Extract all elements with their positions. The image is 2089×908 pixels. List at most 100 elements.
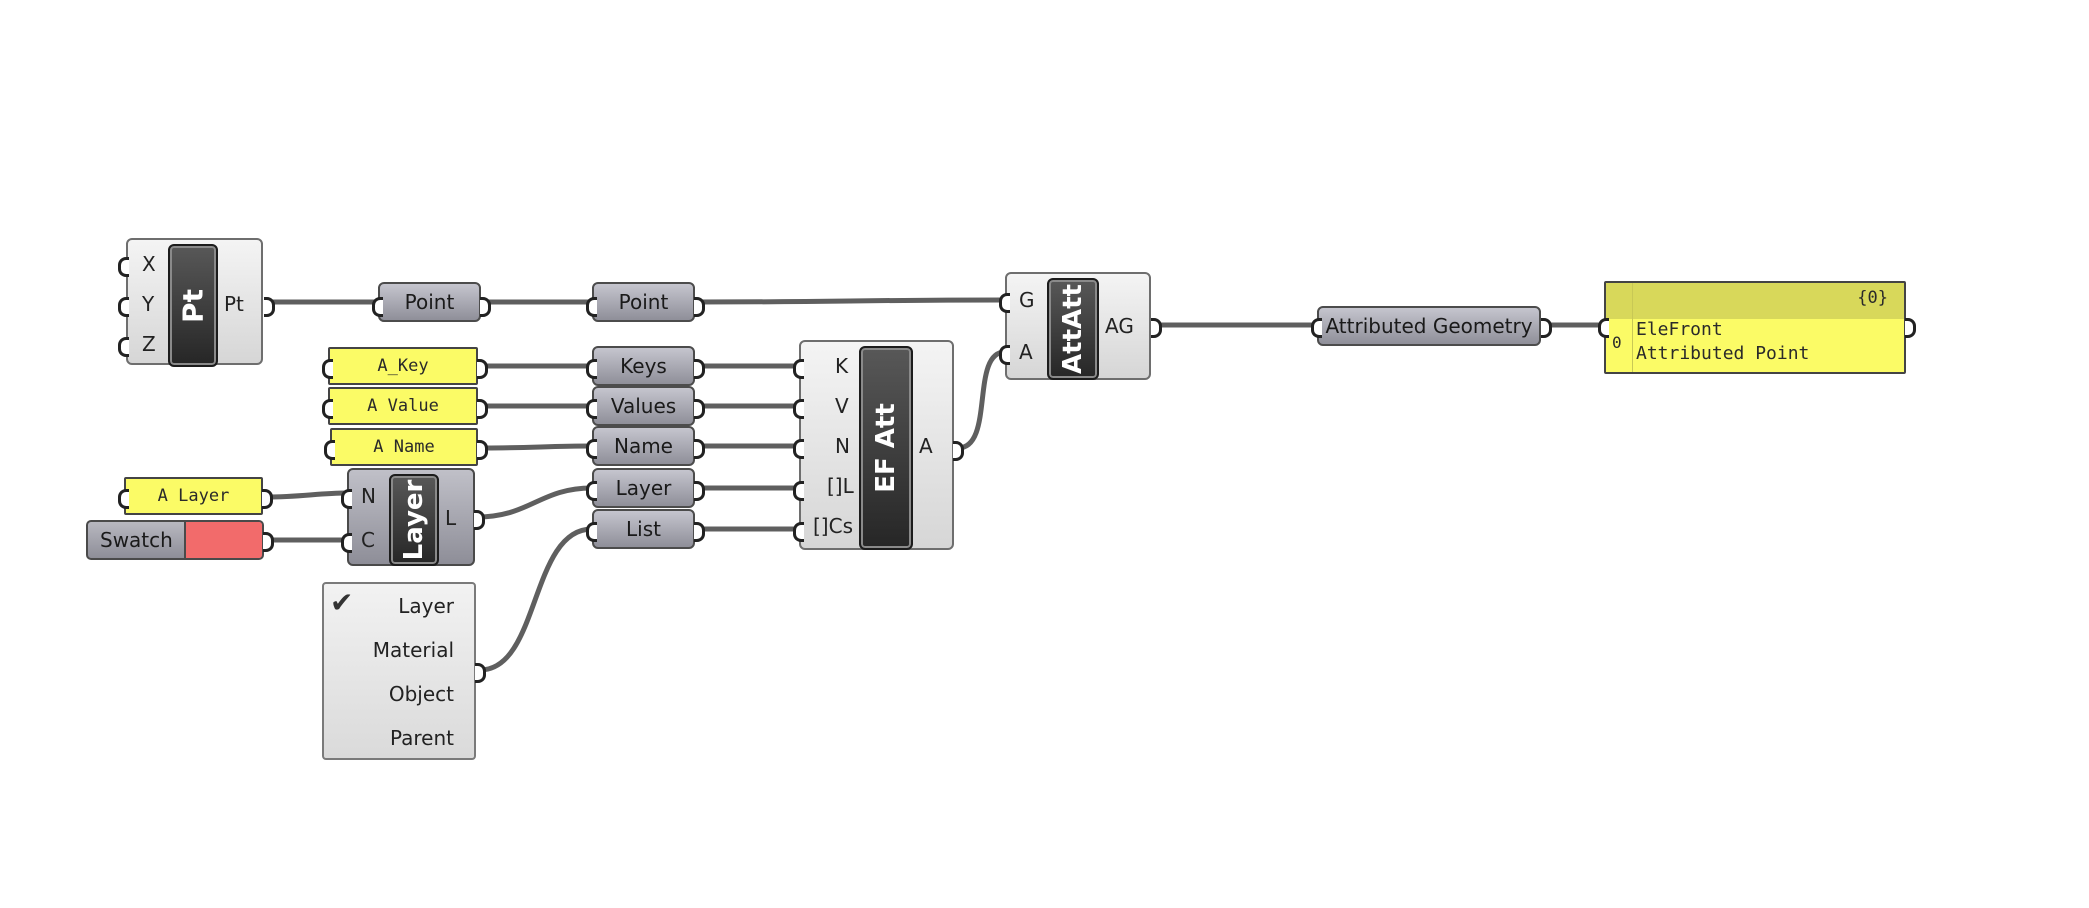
input-k: K <box>835 354 849 378</box>
grip-attatt-a[interactable] <box>999 345 1010 365</box>
value-list-item-parent[interactable]: Parent <box>389 726 454 750</box>
grip-panel-in[interactable] <box>1598 318 1609 338</box>
name-panel[interactable]: A Name <box>330 428 478 466</box>
grip-point2-out[interactable] <box>694 297 705 317</box>
grip-layer-l[interactable] <box>474 510 485 530</box>
attributed-geometry-param[interactable]: Attributed Geometry <box>1317 306 1541 346</box>
grip-keys-in[interactable] <box>586 359 597 379</box>
layer-param[interactable]: Layer <box>592 468 695 508</box>
wire-name-name <box>482 443 595 451</box>
name-param[interactable]: Name <box>592 426 695 466</box>
nickname-strip: Layer <box>389 474 439 566</box>
attatt-component[interactable]: G A AttAtt AG <box>1005 272 1151 380</box>
grip-swatch-out[interactable] <box>263 532 274 552</box>
grip-nameparam-in[interactable] <box>586 439 597 459</box>
grip-layerparam-in[interactable] <box>586 481 597 501</box>
input-x: X <box>142 252 156 276</box>
value-list-item-object[interactable]: Object <box>388 682 454 706</box>
grip-ag-in[interactable] <box>1311 318 1322 338</box>
grip-key-out[interactable] <box>477 359 488 379</box>
grip-efatt-v[interactable] <box>793 399 804 419</box>
output-pt: Pt <box>224 292 244 316</box>
grip-y[interactable] <box>118 297 129 317</box>
layer-name-panel[interactable]: A Layer <box>124 477 263 515</box>
value-list-item-material[interactable]: Material <box>372 638 454 662</box>
value-panel[interactable]: A Value <box>328 387 478 425</box>
grip-pt[interactable] <box>264 297 275 317</box>
grip-panel-out[interactable] <box>1905 318 1916 338</box>
construct-point-component[interactable]: X Y Z Pt Pt <box>126 238 263 367</box>
grip-name-out[interactable] <box>477 440 488 460</box>
nickname: AttAtt <box>1058 284 1088 374</box>
grip-attatt-ag[interactable] <box>1151 318 1162 338</box>
panel-line-1: EleFront <box>1636 319 1723 340</box>
input-c: C <box>361 528 375 552</box>
grip-alayer-out[interactable] <box>262 489 273 509</box>
wire-point2-attatt-g <box>694 297 1008 305</box>
panel-index-gutter <box>1606 283 1633 372</box>
grip-value-out[interactable] <box>477 399 488 419</box>
grip-point1-in[interactable] <box>372 297 383 317</box>
grip-efatt-l[interactable] <box>793 481 804 501</box>
grip-efatt-a[interactable] <box>953 441 964 461</box>
swatch-color[interactable] <box>184 522 262 558</box>
grip-ag-out[interactable] <box>1541 318 1552 338</box>
input-g: G <box>1019 288 1035 312</box>
grip-nameparam-out[interactable] <box>694 439 705 459</box>
output-l: L <box>445 506 457 530</box>
grip-attatt-g[interactable] <box>999 293 1010 313</box>
grip-point2-in[interactable] <box>586 297 597 317</box>
grip-efatt-k[interactable] <box>793 359 804 379</box>
grip-layer-c[interactable] <box>341 533 352 553</box>
input-v: V <box>835 394 849 418</box>
wire-layer-l-layerparam <box>474 485 595 520</box>
wire-efatt-a-attatt-a <box>955 349 1008 451</box>
grip-x[interactable] <box>118 257 129 277</box>
point-param-1[interactable]: Point <box>378 282 481 322</box>
key-panel[interactable]: A_Key <box>328 347 478 385</box>
grip-name-in[interactable] <box>324 440 335 460</box>
grip-value-in[interactable] <box>322 399 333 419</box>
nickname: Pt <box>176 288 210 323</box>
grip-list-in[interactable] <box>586 522 597 542</box>
values-param[interactable]: Values <box>592 386 695 426</box>
grip-z[interactable] <box>118 337 129 357</box>
wire-valuelist-list <box>477 526 595 673</box>
grip-valuelist-out[interactable] <box>475 663 486 683</box>
grip-efatt-cs[interactable] <box>793 522 804 542</box>
grip-key-in[interactable] <box>322 359 333 379</box>
grip-values-out[interactable] <box>694 399 705 419</box>
grip-values-in[interactable] <box>586 399 597 419</box>
nickname: Layer <box>399 479 429 561</box>
grip-point1-out[interactable] <box>480 297 491 317</box>
input-n: N <box>361 484 376 508</box>
grip-alayer-in[interactable] <box>118 489 129 509</box>
check-icon: ✔ <box>330 586 354 619</box>
input-l: []L <box>827 474 854 498</box>
panel-path: {0} <box>1857 288 1888 308</box>
input-cs: []Cs <box>813 514 853 538</box>
nickname-strip: Pt <box>168 244 218 367</box>
keys-param[interactable]: Keys <box>592 346 695 386</box>
output-panel[interactable]: {0} 0 EleFront Attributed Point <box>1604 281 1906 374</box>
ef-att-component[interactable]: K V N []L []Cs EF Att A <box>799 340 954 550</box>
list-param[interactable]: List <box>592 509 695 549</box>
grip-efatt-n[interactable] <box>793 439 804 459</box>
input-a: A <box>1019 340 1033 364</box>
input-z: Z <box>142 332 156 356</box>
grip-layerparam-out[interactable] <box>694 481 705 501</box>
point-param-2[interactable]: Point <box>592 282 695 322</box>
input-n: N <box>835 434 850 458</box>
output-a: A <box>919 434 933 458</box>
colour-swatch[interactable]: Swatch <box>86 520 264 560</box>
grip-layer-n[interactable] <box>341 489 352 509</box>
input-y: Y <box>142 292 155 316</box>
panel-header <box>1606 283 1904 319</box>
value-list[interactable]: ✔ Layer Material Object Parent <box>322 582 476 760</box>
grip-list-out[interactable] <box>694 522 705 542</box>
value-list-item-layer[interactable]: Layer <box>398 594 454 618</box>
grip-keys-out[interactable] <box>694 359 705 379</box>
layer-component[interactable]: N C Layer L <box>347 468 475 566</box>
